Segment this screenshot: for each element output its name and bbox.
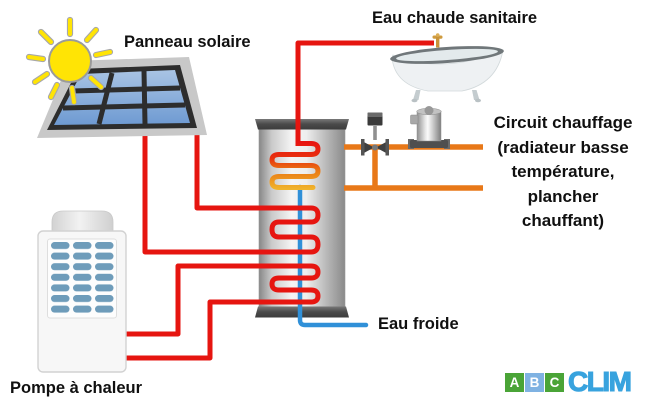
sun-icon [25,16,114,106]
mixing-valve [361,112,389,156]
dhw-coil [269,141,321,190]
logo-square-c: C [545,372,564,392]
bathtub [390,33,504,103]
bathtub-tap-icon [432,33,443,48]
tank-top-cap [255,119,349,130]
logo-square-b: B [525,372,544,392]
logo-suffix-text: CLIM [567,366,632,397]
heat-pump-grille-slats [51,242,115,316]
domestic-hot-water-label: Eau chaude sanitaire [372,9,538,27]
circulation-pump [408,106,450,149]
abcclim-logo: A B C CLIM [505,366,633,397]
heat-pump-label: Pompe à chaleur [10,379,143,397]
cold-water-pipe [297,184,369,328]
sun-disc [48,39,92,83]
solar-loop-pipe [142,125,321,255]
cold-water-label: Eau froide [378,315,459,333]
logo-square-a: A [505,372,524,392]
solar-panel-cells [54,70,190,125]
solar-panel-label: Panneau solaire [124,33,251,51]
solar-panel-grid [62,70,186,125]
heating-circuit-label: Circuit chauffage (radiateur basse tempé… [493,113,633,230]
heat-pump-fan-housing [51,210,114,236]
sun-rays [27,18,112,104]
hot-water-pipe [295,40,434,146]
heat-pump-unit [37,210,127,373]
heat-pump-loop-pipe [116,263,321,361]
heating-circuit-pipes [344,144,483,191]
